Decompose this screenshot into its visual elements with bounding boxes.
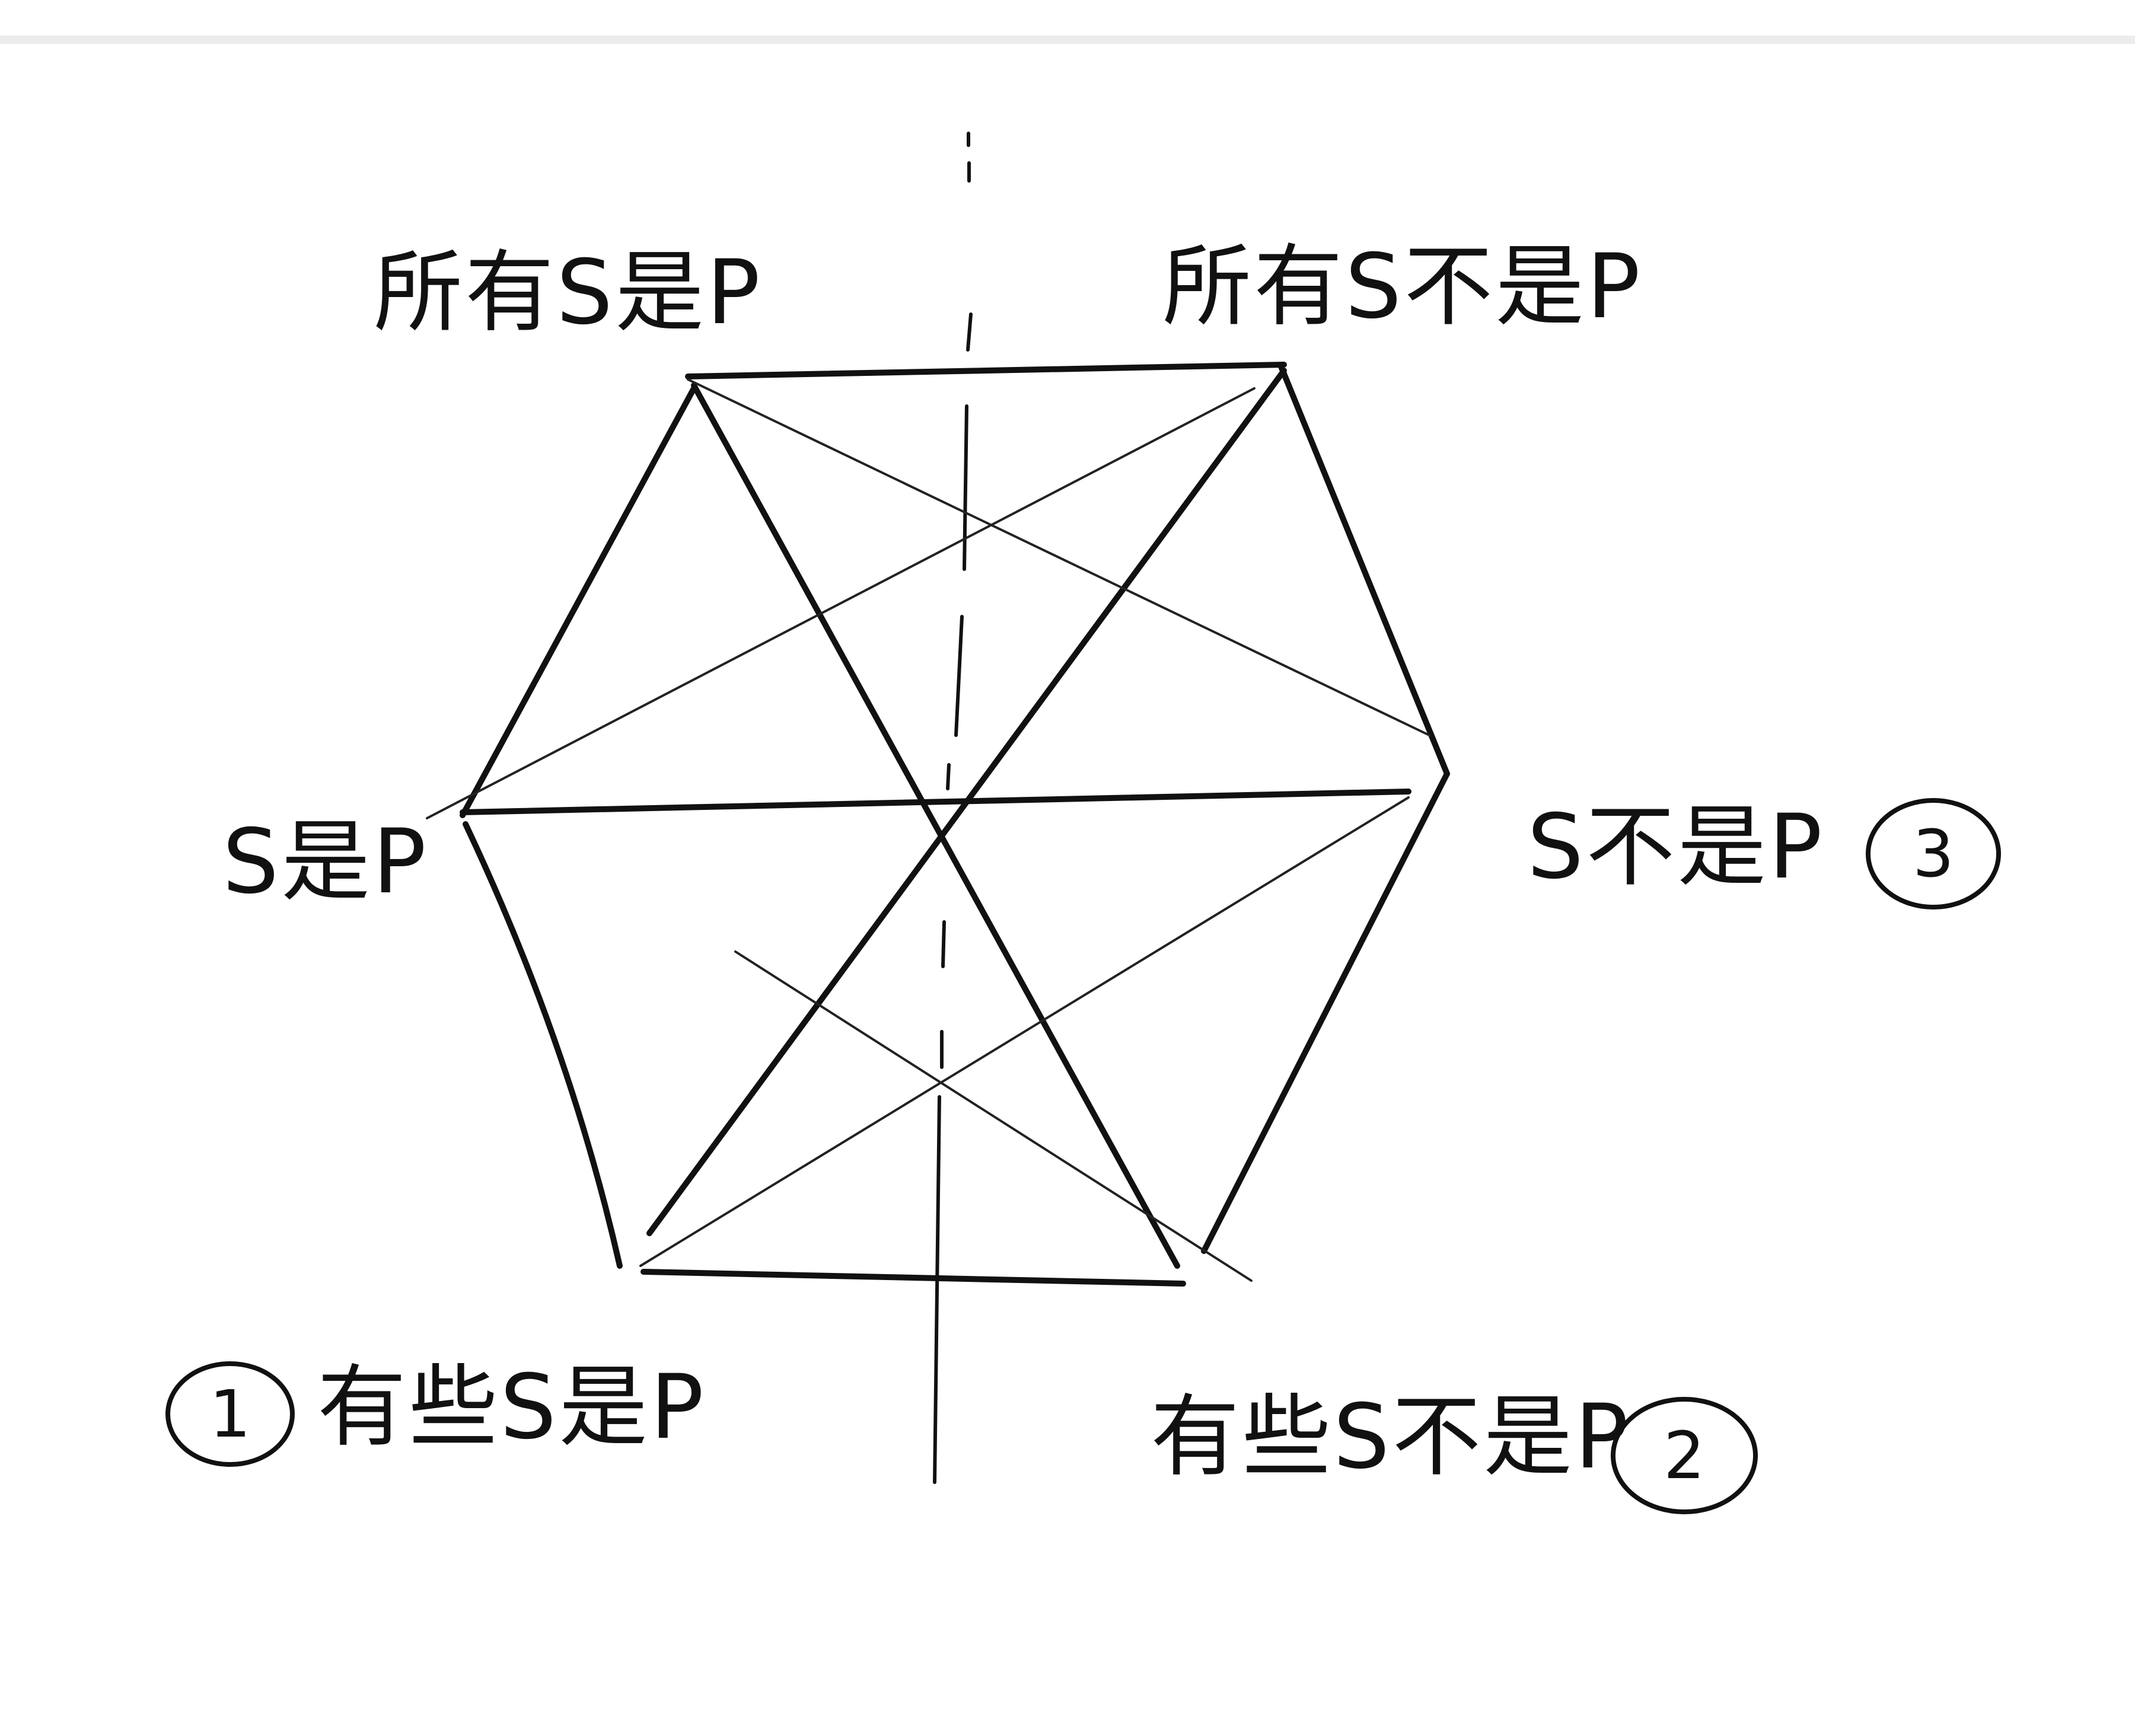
svg-text:1: 1 bbox=[209, 1376, 251, 1452]
hex-lower-left-edge bbox=[463, 821, 623, 1269]
label-bottom-right: 有些S不是P bbox=[1151, 1386, 1631, 1489]
hex-upper-right-edge bbox=[1278, 363, 1450, 777]
marker-one: 1 bbox=[165, 1361, 295, 1467]
thin-diag-2 bbox=[426, 387, 1255, 819]
svg-text:2: 2 bbox=[1664, 1418, 1705, 1494]
scan-top-edge bbox=[0, 36, 2135, 44]
thin-diag-4 bbox=[734, 950, 1253, 1282]
thin-diag-1 bbox=[687, 378, 1430, 736]
label-middle-right: S不是P bbox=[1527, 796, 1825, 899]
diagonal-topright-to-bottomleft bbox=[646, 368, 1287, 1236]
label-middle-left: S是P bbox=[222, 810, 429, 914]
hex-bottom-edge bbox=[640, 1269, 1186, 1287]
hexagon-outline bbox=[460, 362, 1450, 1287]
hex-top-edge bbox=[685, 362, 1287, 379]
diagonal-topleft-to-bottomright bbox=[691, 382, 1180, 1269]
marker-two: 2 bbox=[1611, 1397, 1758, 1514]
hex-upper-left-edge bbox=[460, 385, 697, 818]
label-top-right: 所有S不是P bbox=[1162, 235, 1643, 339]
marker-three: 3 bbox=[1866, 798, 2001, 910]
label-bottom-left: 有些S是P bbox=[317, 1356, 706, 1459]
label-top-left: 所有S是P bbox=[374, 241, 763, 344]
thin-diag-3 bbox=[639, 796, 1410, 1267]
svg-text:3: 3 bbox=[1913, 816, 1954, 892]
diagonal-middle-horizontal bbox=[460, 789, 1411, 815]
vertical-axis bbox=[933, 132, 973, 1484]
thin-diagonals bbox=[426, 378, 1430, 1282]
hex-lower-right-edge bbox=[1201, 771, 1450, 1254]
main-diagonals bbox=[460, 368, 1411, 1269]
